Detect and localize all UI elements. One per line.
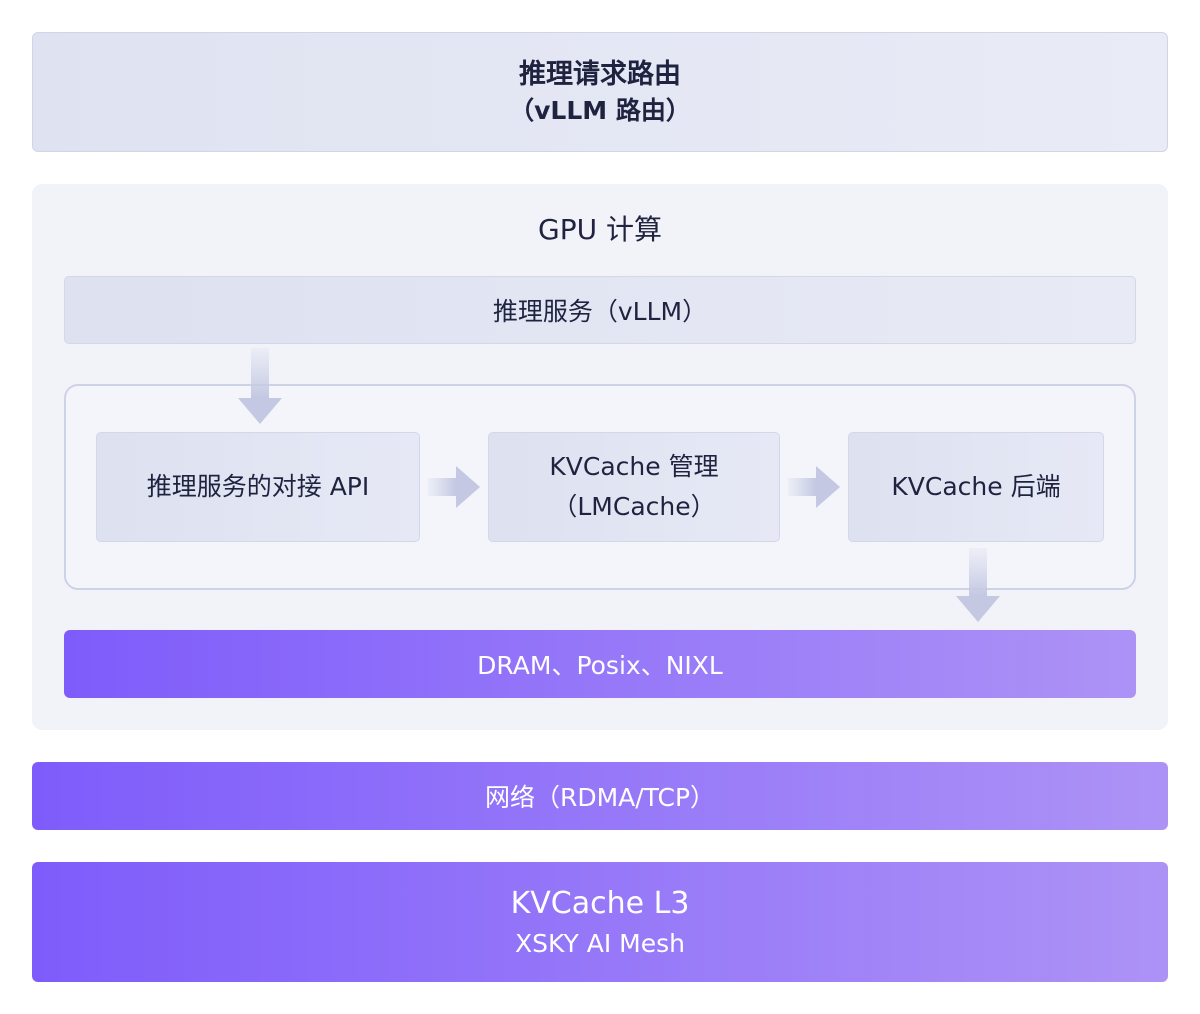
kvcache-l3-title: KVCache L3	[510, 886, 690, 921]
network-bar: 网络（RDMA/TCP）	[32, 762, 1168, 830]
arrow-down-backend-icon	[956, 548, 1000, 622]
routing-title: 推理请求路由	[519, 59, 681, 90]
api-module-box: 推理服务的对接 API	[96, 432, 420, 542]
gpu-compute-title: GPU 计算	[538, 213, 662, 246]
request-routing-box: 推理请求路由 （vLLM 路由）	[32, 32, 1168, 152]
network-label: 网络（RDMA/TCP）	[484, 783, 716, 812]
arrow-right-mgmt-icon	[788, 466, 840, 508]
arrow-right-api-icon	[428, 466, 480, 508]
lmcache-label: （LMCache）	[552, 492, 716, 521]
routing-subtitle: （vLLM 路由）	[509, 96, 691, 125]
inference-service-label: 推理服务（vLLM）	[492, 297, 708, 326]
kvcache-backend-label: KVCache 后端	[891, 472, 1061, 501]
storage-backends-bar: DRAM、Posix、NIXL	[64, 630, 1136, 698]
kvcache-l3-box: KVCache L3 XSKY AI Mesh	[32, 862, 1168, 982]
kvcache-backend-box: KVCache 后端	[848, 432, 1104, 542]
arrow-down-service-icon	[238, 348, 282, 424]
kvcache-management-label: KVCache 管理	[549, 452, 719, 481]
storage-backends-label: DRAM、Posix、NIXL	[477, 651, 723, 680]
inference-service-box: 推理服务（vLLM）	[64, 276, 1136, 344]
kvcache-l3-subtitle: XSKY AI Mesh	[515, 929, 685, 958]
api-module-label: 推理服务的对接 API	[146, 472, 370, 501]
kvcache-management-box: KVCache 管理 （LMCache）	[488, 432, 780, 542]
